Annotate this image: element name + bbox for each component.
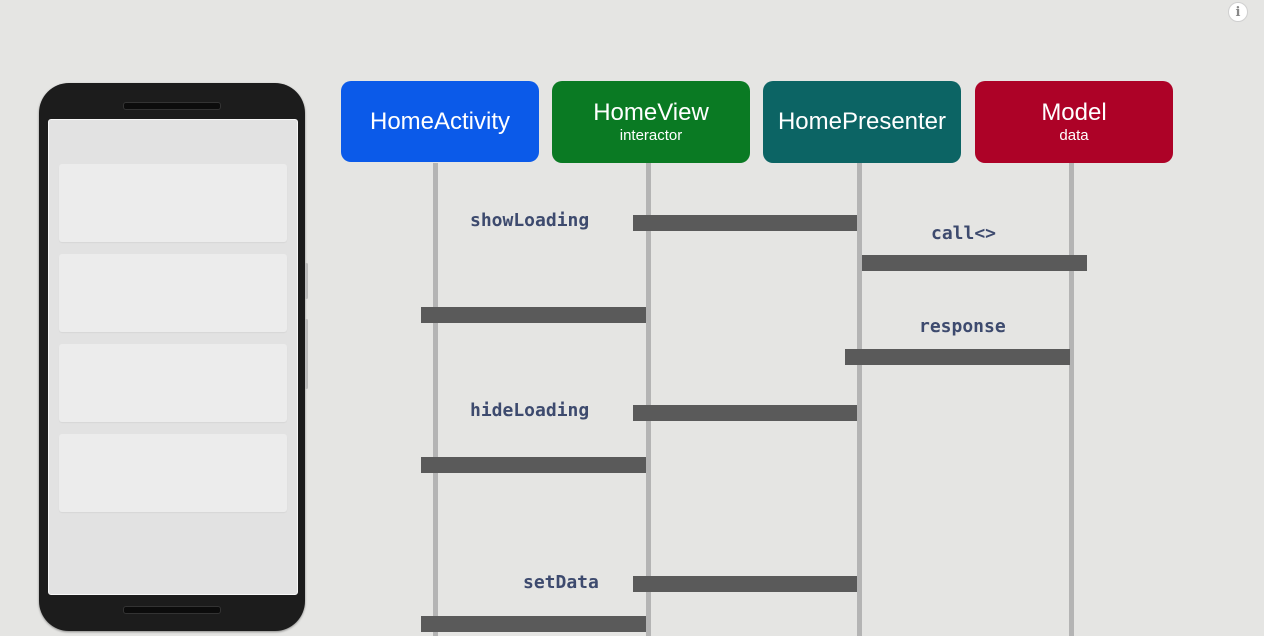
phone-mockup: [39, 83, 308, 631]
phone-power-button: [305, 319, 308, 389]
phone-screen: [48, 119, 298, 595]
message-label-showloading: showLoading: [470, 210, 590, 231]
message-bar-call: [862, 255, 1087, 271]
participant-name: HomeActivity: [369, 107, 511, 135]
message-bar-setdata: [633, 576, 857, 592]
participant-homepresenter: HomePresenter: [763, 81, 961, 163]
phone-volume-button: [305, 263, 308, 299]
lifeline-homepresenter: [857, 163, 862, 636]
message-label-call: call<>: [931, 223, 997, 244]
message-label-response: response: [919, 316, 1006, 337]
participant-name: HomePresenter: [777, 108, 947, 135]
participant-subtitle: interactor: [619, 127, 683, 144]
list-card: [59, 254, 287, 332]
list-card: [59, 344, 287, 422]
participant-model: Model data: [975, 81, 1173, 163]
participant-name: Model: [1041, 99, 1107, 126]
participant-homeview: HomeView interactor: [552, 81, 750, 163]
message-bar-showloading: [633, 215, 857, 231]
participant-name: HomeView: [593, 99, 709, 126]
participant-subtitle: data: [1059, 127, 1089, 144]
lifeline-homeview: [646, 163, 651, 636]
participant-homeactivity: HomeActivity: [341, 81, 539, 162]
lifeline-homeactivity: [433, 163, 438, 636]
message-bar-response: [845, 349, 1070, 365]
message-label-setdata: setData: [523, 572, 599, 593]
message-bar-to-activity: [421, 307, 646, 323]
message-bar-to-activity: [421, 616, 646, 632]
lifeline-model: [1069, 163, 1074, 636]
message-label-hideloading: hideLoading: [470, 400, 590, 421]
message-bar-to-activity: [421, 457, 646, 473]
list-card: [59, 164, 287, 242]
phone-top-speaker: [123, 102, 221, 110]
phone-bottom-speaker: [123, 606, 221, 614]
list-card: [59, 434, 287, 512]
info-icon[interactable]: i: [1228, 2, 1248, 22]
message-bar-hideloading: [633, 405, 857, 421]
